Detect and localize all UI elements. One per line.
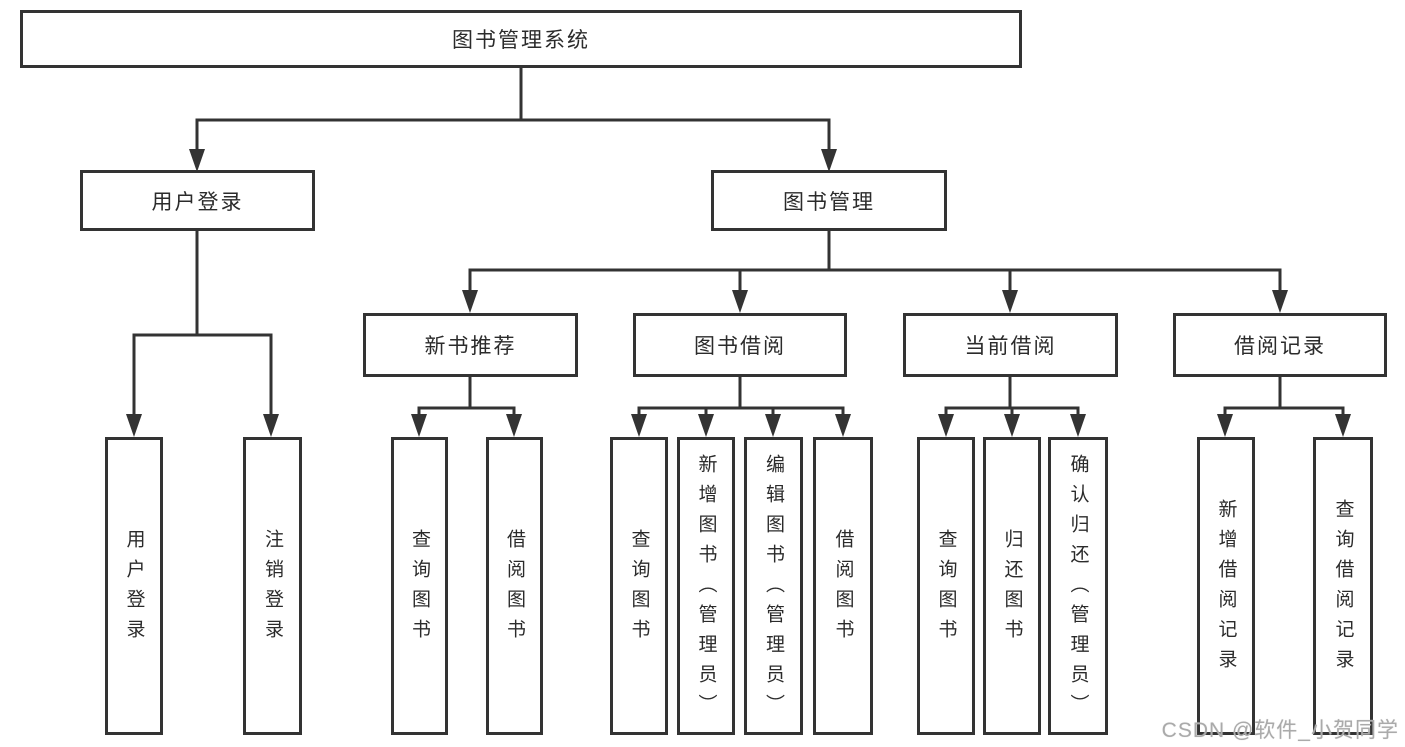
node-leaf-query-books-1: 查询图书 [391,437,448,735]
csdn-watermark: CSDN @软件_小贺同学 [1161,719,1399,742]
node-book-borrowing: 图书借阅 [633,313,847,377]
node-leaf-query-borrow-record: 查询借阅记录 [1313,437,1373,735]
node-book-management-branch: 图书管理 [711,170,947,231]
node-leaf-edit-books-admin: 编辑图书（管理员） [744,437,803,735]
node-leaf-logout: 注销登录 [243,437,302,735]
node-leaf-user-login: 用户登录 [105,437,163,735]
node-leaf-query-books-3: 查询图书 [917,437,975,735]
node-new-book-recommendation: 新书推荐 [363,313,578,377]
node-leaf-borrow-books-2: 借阅图书 [813,437,873,735]
node-leaf-query-books-2: 查询图书 [610,437,668,735]
node-leaf-add-borrow-record: 新增借阅记录 [1197,437,1255,735]
node-library-management-system: 图书管理系统 [20,10,1022,68]
node-borrowing-records: 借阅记录 [1173,313,1387,377]
node-leaf-confirm-return-admin: 确认归还（管理员） [1048,437,1108,735]
node-leaf-borrow-books-1: 借阅图书 [486,437,543,735]
node-user-login-branch: 用户登录 [80,170,315,231]
node-current-borrowing: 当前借阅 [903,313,1118,377]
node-leaf-add-books-admin: 新增图书（管理员） [677,437,735,735]
node-leaf-return-books: 归还图书 [983,437,1041,735]
